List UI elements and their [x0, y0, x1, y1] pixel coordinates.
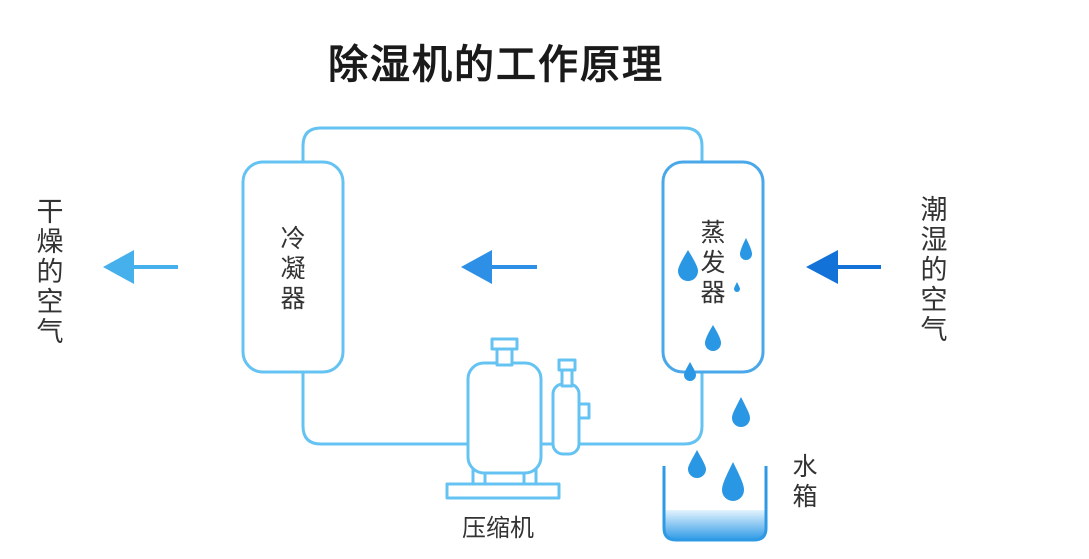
water-drop-icon [705, 325, 721, 351]
water-tank-label: 水箱 [792, 452, 818, 511]
refrigerant-pipe [301, 126, 704, 446]
compressor-cap [490, 337, 519, 351]
evaporator-label: 蒸发器 [700, 218, 726, 307]
humid-air-label: 潮湿的空气 [920, 195, 948, 346]
accumulator-cap [557, 358, 577, 372]
water-fill [664, 510, 766, 540]
separator-to-evaporator-pipe [578, 370, 704, 446]
water-drop-icon [722, 462, 744, 501]
accumulator-nozzle [577, 402, 591, 420]
evaporator-box [661, 160, 765, 374]
top-pipe [301, 126, 704, 164]
water-drops [678, 238, 752, 501]
condenser-to-compressor-pipe [301, 370, 472, 446]
tank-outline [662, 466, 768, 542]
water-drop-icon [684, 362, 696, 381]
accumulator-body [551, 382, 581, 456]
arrow-middle [461, 250, 537, 284]
condenser-label: 冷凝器 [280, 224, 306, 313]
arrow-humid-air [806, 250, 881, 284]
compressor [445, 337, 591, 500]
water-drop-icon [688, 450, 706, 478]
accumulator-neck [560, 368, 574, 388]
compressor-label: 压缩机 [462, 514, 534, 542]
compressor-base [445, 482, 561, 500]
compressor-body [466, 361, 543, 475]
dry-air-label: 干燥的空气 [36, 197, 64, 348]
condenser-box [241, 160, 345, 374]
water-tank [662, 466, 768, 542]
page-title: 除湿机的工作原理 [328, 42, 664, 88]
water-drop-icon [678, 250, 698, 281]
water-drop-icon [734, 282, 740, 292]
water-drop-icon [732, 397, 750, 427]
water-drop-icon [740, 238, 752, 260]
arrow-dry-air [103, 250, 178, 284]
